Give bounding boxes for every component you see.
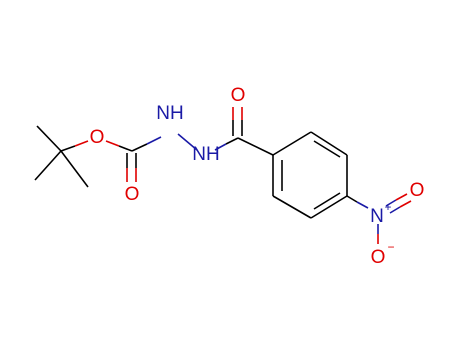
bond-carbamate-nh-a xyxy=(131,143,148,152)
bond-nitro-o-a-2a xyxy=(389,206,401,214)
atom-hydrazide-nh-upper: NH xyxy=(156,103,183,124)
charge-nitro-nitrogen-plus: + xyxy=(384,200,391,214)
bond-tbu-methyl-top xyxy=(36,125,62,152)
bond-n-n xyxy=(177,133,198,151)
atom-ester-oxygen: O xyxy=(90,127,105,148)
atom-amide-carbonyl-oxygen: O xyxy=(231,85,246,106)
atom-nitro-nitrogen: N xyxy=(370,206,384,227)
charge-nitro-oxygen-minus: − xyxy=(387,240,394,254)
bond-tbu-methyl-bottom xyxy=(60,150,89,188)
bond-nh-amide-b xyxy=(225,137,239,145)
ring-inner-bond-c xyxy=(313,192,341,210)
bond-carbamate-nh-b xyxy=(146,136,162,145)
bond-nitro-o-a-2b xyxy=(399,200,412,208)
bond-nitro-o-a-1b xyxy=(395,193,408,201)
bond-oxygen-carbamate-b xyxy=(118,145,133,152)
bond-ring-nitro-b xyxy=(356,201,369,209)
atom-carbamate-carbonyl-oxygen: O xyxy=(125,184,140,205)
ring-bond-4 xyxy=(310,195,348,219)
atom-hydrazide-nh-lower: NH xyxy=(192,144,219,165)
bond-ring-nitro-a xyxy=(346,195,358,203)
bond-amide-ring xyxy=(237,137,274,156)
bond-oxygen-carbamate-a xyxy=(105,140,120,147)
bond-nitro-o-a-1a xyxy=(385,199,397,207)
ring-bond-1 xyxy=(272,131,312,156)
ring-bond-2 xyxy=(310,131,348,156)
atom-nitro-oxygen-b: O xyxy=(371,247,386,268)
bond-tbu-oxygen-b xyxy=(74,140,89,147)
bond-tbu-oxygen-a xyxy=(60,145,76,152)
bond-nh-amide-a xyxy=(214,143,227,151)
atom-nitro-oxygen-a: O xyxy=(410,180,425,201)
ring-inner-bond-b xyxy=(313,140,341,158)
ring-bond-5 xyxy=(272,195,312,219)
bond-tbu-methyl-left xyxy=(34,150,62,181)
